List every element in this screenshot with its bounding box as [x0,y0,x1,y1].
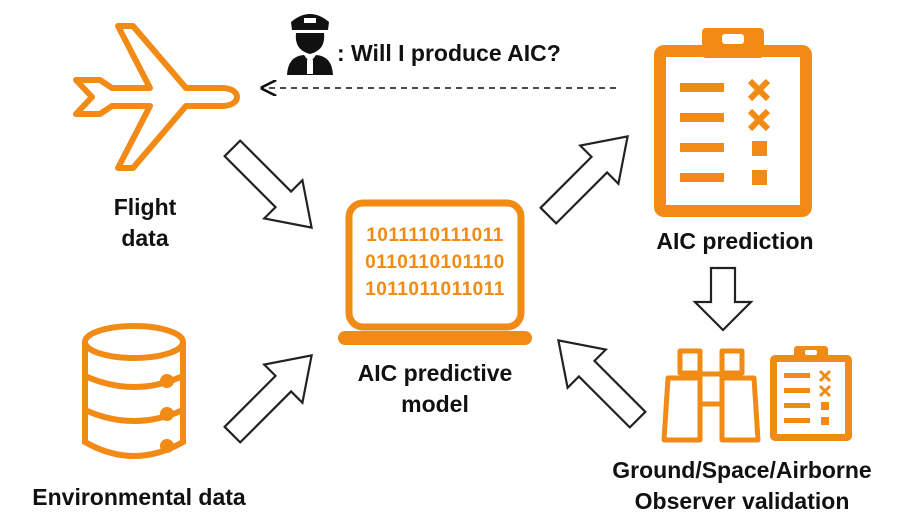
validation-label-line2: Observer validation [634,488,850,515]
binary-code-text: 1011110111011 0110110101110 101101101101… [356,223,514,304]
laptop-icon [338,199,532,345]
binary-line-2: 0110110101110 [365,251,505,273]
flow-arrow-validation-to-model [557,339,647,429]
binary-line-3: 1011011011011 [365,278,505,300]
flight-data-label: Flight data [95,192,195,254]
flow-arrow-prediction-to-validation [692,266,754,332]
model-label-line2: model [401,391,469,418]
aic-prediction-label: AIC prediction [656,228,814,254]
validation-label-line1: Ground/Space/Airborne [612,457,872,483]
clipboard-checklist-icon [654,28,812,217]
observer-validation-label: Ground/Space/Airborne Observer validatio… [578,455,906,517]
pilot-question-text: : Will I produce AIC? [337,40,561,66]
database-icon [82,323,186,459]
flow-arrow-environment-to-model [223,354,313,444]
airplane-icon [73,23,240,171]
flow-arrow-model-to-prediction [539,135,629,225]
flight-data-label-line1: Flight [113,194,177,220]
model-label-line1: AIC predictive [357,360,513,386]
aic-predictive-model-label: AIC predictive model [330,358,540,420]
flow-arrow-flight-to-model [223,139,313,229]
small-clipboard-checklist-icon [770,346,852,441]
environmental-data-label: Environmental data [32,484,246,510]
binoculars-icon [661,348,761,443]
flight-data-label-line2: data [121,225,169,252]
pilot-icon [287,14,333,75]
binary-line-1: 1011110111011 [366,225,504,246]
